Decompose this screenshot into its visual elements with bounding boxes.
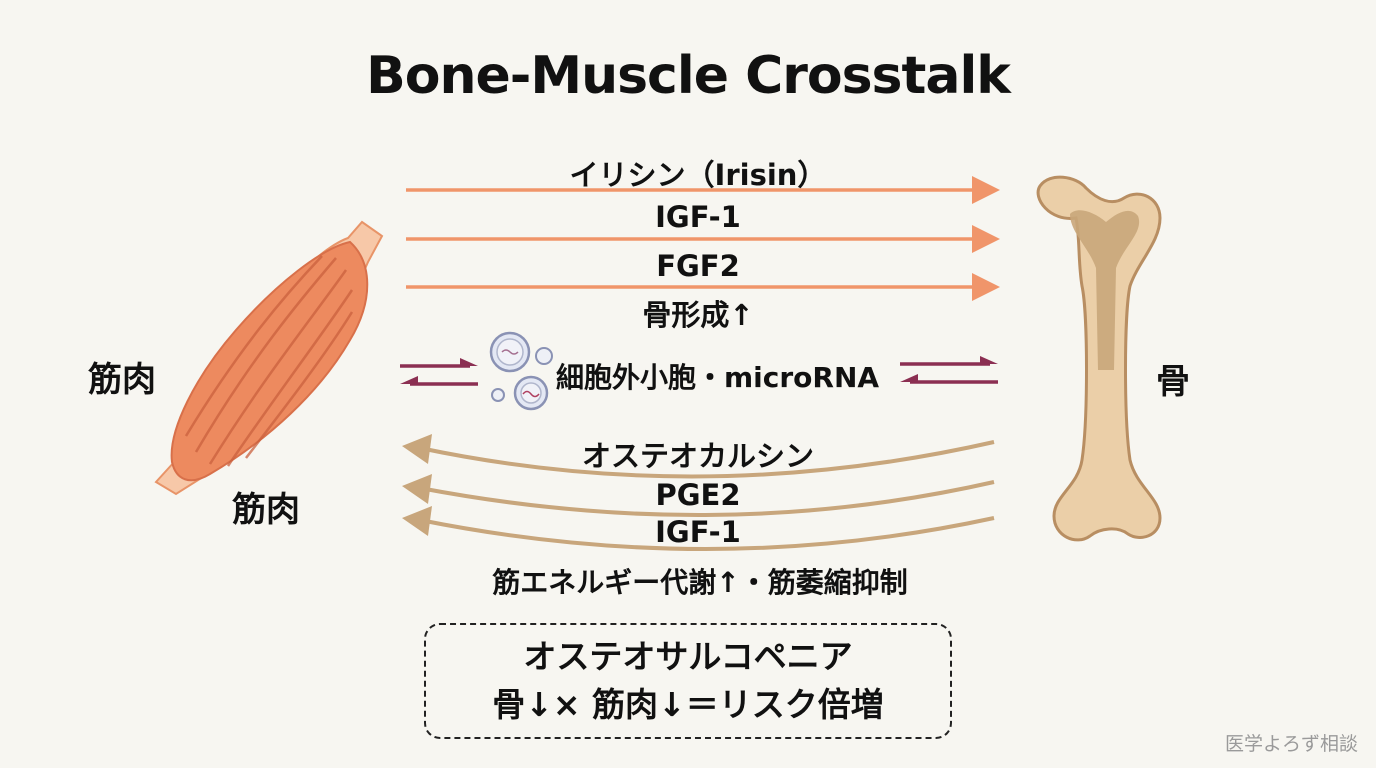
bone-to-muscle-arrows — [402, 434, 995, 551]
signal-pge2: PGE2 — [655, 478, 741, 512]
arrowhead-icon — [402, 474, 432, 504]
arrowhead-icon — [972, 273, 1000, 301]
signal-osteocalcin: オステオカルシン — [581, 439, 814, 473]
muscle-to-bone-arrows — [406, 176, 1000, 301]
arrowhead-icon — [972, 225, 1000, 253]
effect-bone-formation: 骨形成↑ — [642, 298, 754, 332]
arrowhead-icon — [972, 176, 1000, 204]
extracellular-vesicles — [489, 331, 553, 411]
bidirectional-arrows — [400, 356, 998, 386]
vesicle-label: 細胞外小胞・microRNA — [556, 361, 880, 394]
muscle-illustration — [154, 220, 384, 496]
signal-fgf2: FGF2 — [656, 249, 740, 283]
signal-igf1-bone: IGF-1 — [655, 515, 741, 549]
arrowhead-icon — [402, 434, 432, 464]
arrowhead-icon — [402, 506, 432, 536]
muscle-label-left: 筋肉 — [88, 360, 156, 400]
bone-label: 骨 — [1156, 362, 1190, 402]
summary-line1: オステオサルコペニア — [523, 637, 853, 676]
signal-igf1: IGF-1 — [655, 200, 741, 234]
bone-illustration — [1036, 175, 1162, 542]
effect-muscle-metabolism: 筋エネルギー代謝↑・筋萎縮抑制 — [492, 566, 908, 599]
osteosarcopenia-summary-box: オステオサルコペニア 骨↓× 筋肉↓＝リスク倍増 — [424, 623, 952, 739]
muscle-label-bottom: 筋肉 — [232, 490, 300, 530]
diagram-title: Bone-Muscle Crosstalk — [366, 46, 1011, 106]
signal-irisin: イリシン（Irisin） — [569, 158, 827, 192]
watermark: 医学よろず相談 — [1224, 733, 1358, 755]
summary-line2: 骨↓× 筋肉↓＝リスク倍増 — [492, 685, 884, 724]
